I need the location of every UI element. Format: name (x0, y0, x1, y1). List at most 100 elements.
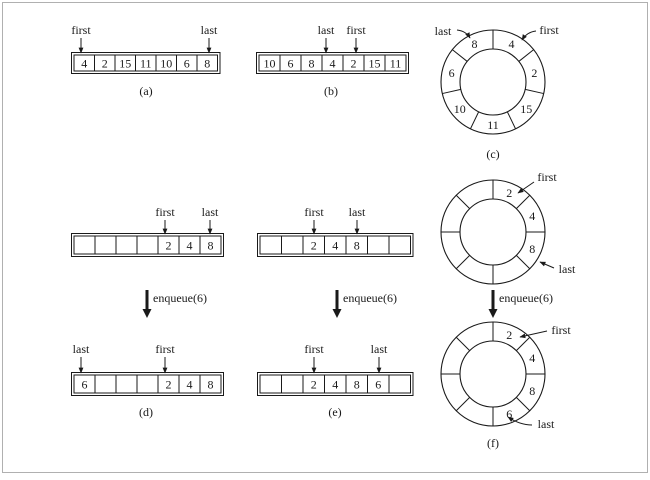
array-cell: 8 (199, 235, 222, 255)
pointer-first-c-arrow (521, 30, 537, 41)
array-d-after-outer-border (71, 372, 224, 396)
cell-value: 8 (354, 239, 360, 253)
ring-f-after-inner-circle (459, 340, 527, 408)
cell-value: 2 (166, 378, 172, 392)
caption-f: (f) (487, 436, 499, 450)
ring-slot-value: 2 (506, 328, 512, 342)
array-cell: 6 (279, 54, 302, 72)
array-cell (281, 374, 304, 394)
enqueue-arrow-f-label: enqueue(6) (499, 291, 553, 305)
caption-d: (d) (139, 405, 153, 419)
ring-c-inner-circle (459, 48, 527, 116)
array-cell: 11 (384, 54, 407, 72)
cell-value: 4 (332, 239, 338, 253)
array-cell: 2 (94, 54, 116, 72)
cell-box (367, 235, 390, 255)
ring-divider (515, 336, 531, 352)
cell-value: 4 (81, 57, 87, 71)
cell-box (281, 235, 304, 255)
pointer-last-b: last (318, 23, 335, 54)
array-cell: 2 (302, 235, 325, 255)
array-cell (388, 235, 411, 255)
array-cell: 6 (73, 374, 96, 394)
cell-value: 10 (160, 57, 172, 71)
ring-divider (515, 254, 531, 270)
cell-value: 8 (204, 57, 210, 71)
cell-value: 4 (187, 378, 193, 392)
array-cell (136, 374, 159, 394)
array-cell: 8 (196, 54, 218, 72)
pointer-first-e-after-label: first (304, 342, 324, 356)
ring-divider (455, 396, 471, 412)
enqueue-arrow-f-head (488, 309, 498, 318)
ring-divider (518, 49, 534, 62)
pointer-last-d-before-label: last (202, 205, 219, 219)
array-cell (259, 374, 282, 394)
pointer-last-a-label: last (201, 23, 218, 37)
cell-box (136, 235, 159, 255)
pointer-first-f-after-label: first (551, 323, 571, 337)
cell-value: 6 (184, 57, 190, 71)
cell-value: 15 (119, 57, 131, 71)
array-cell (367, 235, 390, 255)
pointer-last-b-label: last (318, 23, 335, 37)
array-cell: 4 (324, 374, 347, 394)
array-cell: 4 (73, 54, 95, 72)
pointer-first-a: first (71, 23, 91, 54)
array-cell: 10 (258, 54, 281, 72)
cell-value: 6 (288, 57, 294, 71)
array-cell: 4 (178, 374, 201, 394)
array-e-before-outer-border (257, 233, 414, 257)
pointer-first-f-before-arrow (517, 181, 535, 194)
pointer-last-c-arrow (456, 29, 471, 39)
cell-value: 2 (166, 239, 172, 253)
pointer-last-d-after: last (73, 342, 90, 374)
ring-divider (506, 111, 517, 130)
array-e-after-outer-border (257, 372, 414, 396)
array-cell: 8 (300, 54, 323, 72)
array-cell (94, 374, 117, 394)
cell-value: 4 (332, 378, 338, 392)
ring-divider (452, 49, 468, 62)
pointer-first-f-after-arrow (519, 330, 548, 339)
cell-box (388, 235, 411, 255)
cell-box (94, 235, 117, 255)
array-cell (281, 235, 304, 255)
cell-box (259, 235, 282, 255)
enqueue-arrow-e-label: enqueue(6) (343, 291, 397, 305)
pointer-first-d-after: first (155, 342, 175, 374)
ring-divider (455, 194, 471, 210)
cell-value: 2 (351, 57, 357, 71)
ring-divider (469, 111, 480, 130)
array-cell: 4 (321, 54, 344, 72)
pointer-first-d-after-label: first (155, 342, 175, 356)
ring-slot-value: 8 (472, 37, 478, 51)
figure-border (2, 2, 648, 473)
ring-slot-value: 8 (529, 384, 535, 398)
cell-value: 11 (390, 57, 402, 71)
cell-box (384, 54, 407, 72)
caption-e: (e) (328, 405, 341, 419)
pointer-first-d-before: first (155, 205, 175, 235)
ring-slot-value: 2 (531, 66, 537, 80)
cell-value: 2 (311, 239, 317, 253)
array-cell: 8 (345, 374, 368, 394)
array-cell (259, 235, 282, 255)
pointer-last-e-before-label: last (349, 205, 366, 219)
enqueue-arrow-d-label: enqueue(6) (153, 291, 207, 305)
pointer-last-f-before-label: last (559, 262, 576, 276)
cell-value: 15 (369, 57, 381, 71)
pointer-last-d-after-label: last (73, 342, 90, 356)
ring-divider (442, 88, 461, 95)
cell-value: 6 (82, 378, 88, 392)
ring-f-before-inner-circle (459, 198, 527, 266)
cell-value: 4 (330, 57, 336, 71)
